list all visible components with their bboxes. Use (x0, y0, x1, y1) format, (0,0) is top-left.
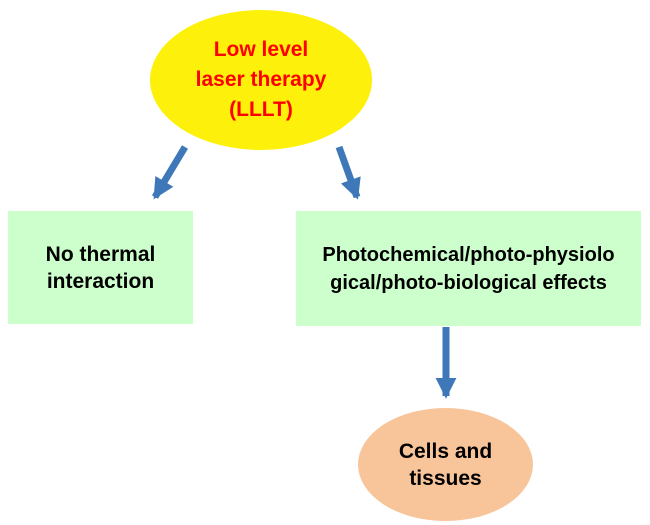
node-photo-effects-box: Photochemical/photo-physiolo gical/photo… (296, 211, 641, 326)
arrow-root-to-right (335, 145, 361, 200)
node-lllt-label: Low level laser therapy (LLLT) (195, 38, 327, 121)
node-lllt-ellipse: Low level laser therapy (LLLT) (150, 10, 372, 150)
node-photo-effects-label: Photochemical/photo-physiolo gical/photo… (322, 243, 615, 294)
node-no-thermal-interaction-label: No thermal interaction (45, 242, 156, 293)
node-cells-and-tissues-ellipse: Cells and tissues (358, 408, 533, 521)
arrow-root-to-left (151, 145, 189, 200)
node-no-thermal-interaction-box: No thermal interaction (8, 211, 193, 324)
node-cells-and-tissues-label: Cells and tissues (398, 439, 493, 490)
